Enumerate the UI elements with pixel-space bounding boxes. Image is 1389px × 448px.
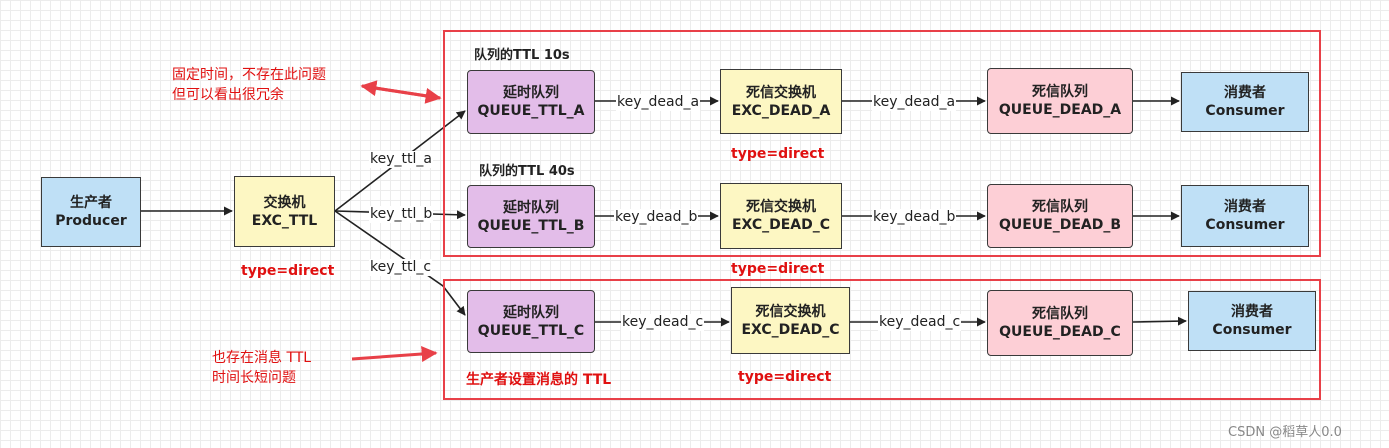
dlx-a-line2: EXC_DEAD_A [731, 102, 831, 119]
ttl-queue-c-line2: QUEUE_TTL_C [477, 322, 585, 339]
dead-queue-c: 死信队列 QUEUE_DEAD_C [987, 290, 1133, 356]
annotation-top: 固定时间，不存在此问题 但可以看出很冗余 [172, 65, 326, 105]
group-frame-bottom [443, 279, 1321, 400]
red-arrow-top-line [361, 84, 442, 104]
dlx-c: 死信交换机 EXC_DEAD_C [731, 287, 850, 354]
dead-queue-c-line2: QUEUE_DEAD_C [999, 324, 1121, 340]
dlx-c-type: type=direct [738, 369, 832, 385]
dlx-c-line1: 死信交换机 [755, 303, 826, 320]
group-frame-top [443, 30, 1321, 257]
routing-key-b: key_ttl_b [369, 206, 434, 223]
routing-key-a: key_ttl_a [369, 151, 433, 168]
dead-key-a-1: key_dead_a [616, 94, 701, 111]
group-b-title: 队列的TTL 40s [479, 164, 575, 179]
dead-queue-b-line2: QUEUE_DEAD_B [998, 217, 1122, 233]
exchange-type-label: type=direct [241, 263, 335, 279]
dead-key-c-2: key_dead_c [878, 314, 962, 331]
dlx-c-line2: EXC_DEAD_C [741, 321, 840, 338]
dlx-a-line1: 死信交换机 [746, 84, 816, 101]
red-arrow-bottom-line [351, 346, 438, 363]
exchange-line2: EXC_TTL [251, 212, 318, 229]
ttl-queue-c: 延时队列 QUEUE_TTL_C [467, 290, 595, 353]
ttl-queue-a: 延时队列 QUEUE_TTL_A [467, 70, 595, 134]
ttl-queue-b-line1: 延时队列 [503, 199, 559, 216]
consumer-c-line2: Consumer [1212, 322, 1292, 338]
ttl-queue-a-line1: 延时队列 [503, 85, 559, 101]
annotation-bottom: 也存在消息 TTL 时间长短问题 [212, 348, 311, 388]
arrow-dead-c-consumer-c [1132, 316, 1187, 326]
consumer-b-line1: 消费者 [1224, 199, 1266, 215]
annotation-bottom-line1: 也存在消息 TTL [212, 350, 312, 366]
consumer-a-line2: Consumer [1205, 103, 1285, 119]
dlx-b-line2: EXC_DEAD_C [731, 217, 831, 233]
dead-queue-a-line1: 死信队列 [1032, 84, 1088, 100]
annotation-bottom-line2: 时间长短问题 [212, 370, 296, 386]
dead-key-a-2: key_dead_a [872, 94, 957, 111]
ttl-queue-c-line1: 延时队列 [503, 304, 559, 321]
ttl-queue-b: 延时队列 QUEUE_TTL_B [467, 185, 595, 248]
ttl-queue-b-line2: QUEUE_TTL_B [477, 217, 585, 234]
dlx-b-type: type=direct [731, 261, 825, 277]
watermark: CSDN @稻草人0.0 [1228, 425, 1342, 440]
group-c-note: 生产者设置消息的 TTL [466, 372, 612, 388]
exchange-line1: 交换机 [263, 194, 306, 211]
dead-queue-b-line1: 死信队列 [1032, 199, 1088, 215]
dead-key-b-1: key_dead_b [614, 209, 699, 226]
dead-key-b-2: key_dead_b [872, 209, 957, 226]
producer-node: 生产者 Producer [41, 177, 141, 247]
producer-line2: Producer [55, 213, 127, 229]
dead-queue-c-line1: 死信队列 [1032, 306, 1088, 322]
ttl-queue-a-line2: QUEUE_TTL_A [477, 103, 585, 119]
annotation-top-line2: 但可以看出很冗余 [172, 87, 284, 103]
group-a-title: 队列的TTL 10s [474, 48, 570, 63]
consumer-a: 消费者 Consumer [1181, 72, 1309, 132]
consumer-b-line2: Consumer [1205, 217, 1285, 233]
dlx-b: 死信交换机 EXC_DEAD_C [720, 183, 842, 249]
dead-queue-b: 死信队列 QUEUE_DEAD_B [987, 184, 1133, 248]
dlx-a-type: type=direct [731, 146, 825, 162]
annotation-top-line1: 固定时间，不存在此问题 [172, 67, 326, 83]
consumer-c-line1: 消费者 [1231, 304, 1273, 320]
dlx-b-line1: 死信交换机 [746, 199, 816, 215]
producer-line1: 生产者 [70, 195, 112, 211]
dead-queue-a: 死信队列 QUEUE_DEAD_A [987, 68, 1133, 134]
consumer-b: 消费者 Consumer [1181, 185, 1309, 247]
routing-key-c: key_ttl_c [369, 259, 433, 276]
consumer-c: 消费者 Consumer [1188, 291, 1316, 351]
dead-key-c-1: key_dead_c [621, 314, 705, 331]
dlx-a: 死信交换机 EXC_DEAD_A [720, 69, 842, 134]
exchange-node: 交换机 EXC_TTL [234, 176, 335, 247]
consumer-a-line1: 消费者 [1224, 85, 1266, 101]
dead-queue-a-line2: QUEUE_DEAD_A [998, 102, 1122, 118]
